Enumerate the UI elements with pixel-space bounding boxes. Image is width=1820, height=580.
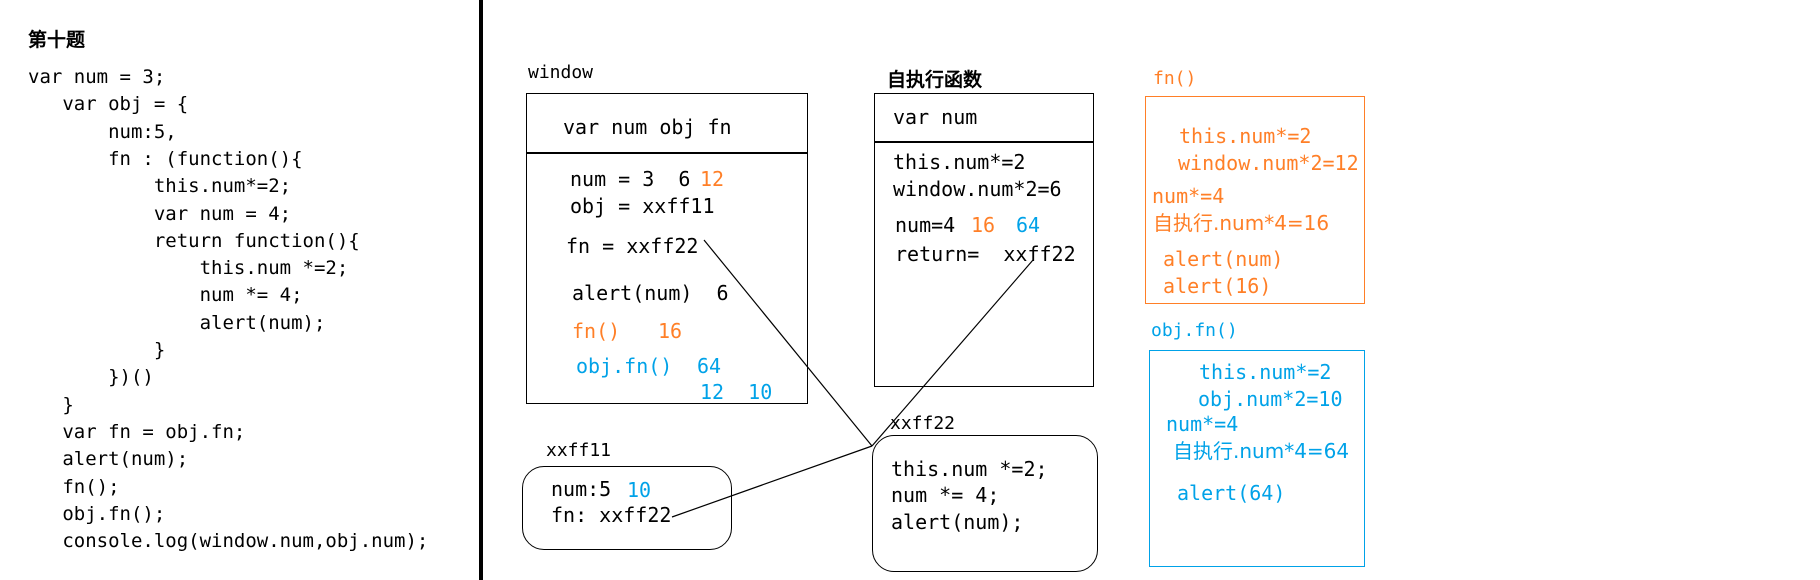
objfn-panel-line3: num*=4	[1166, 412, 1239, 436]
fn-panel-line6: alert(16)	[1163, 274, 1272, 298]
code-line: var fn = obj.fn;	[28, 420, 246, 443]
iife-header: var num	[893, 105, 978, 129]
connector-xxff11-fn-to-xxff22	[671, 445, 873, 518]
xxff11-label: xxff11	[546, 440, 612, 461]
code-line: }	[28, 339, 166, 361]
code-line: alert(num);	[28, 311, 326, 334]
fn-panel-line1: this.num*=2	[1179, 124, 1312, 148]
code-line: fn();	[28, 475, 120, 498]
window-fn-call-value: 16	[658, 319, 683, 343]
xxff22-box	[872, 435, 1098, 572]
window-box-header: var num obj fn	[563, 115, 732, 139]
fn-panel-line2: window.num*2=12	[1178, 151, 1359, 175]
vertical-divider	[479, 0, 483, 580]
page-title: 第十题	[28, 29, 86, 51]
objfn-panel-line1: this.num*=2	[1199, 360, 1332, 384]
code-line: fn : (function(){	[28, 147, 303, 170]
iife-header-divider	[874, 141, 1094, 143]
window-objfn-extra: 12 10	[700, 380, 773, 404]
xxff11-fn-line: fn: xxff22	[551, 503, 672, 527]
iife-return-line: return= xxff22	[895, 242, 1076, 266]
fn-panel-line4: 自执行.num*4=16	[1153, 211, 1330, 235]
iife-line2: window.num*2=6	[893, 177, 1062, 201]
code-line: num *= 4;	[28, 284, 303, 307]
objfn-panel	[1149, 350, 1365, 567]
window-fn-line: fn = xxff22	[566, 234, 699, 258]
xxff22-label: xxff22	[890, 413, 956, 434]
code-line: })()	[28, 366, 154, 389]
fn-panel-label: fn()	[1153, 68, 1197, 89]
objfn-panel-label: obj.fn()	[1151, 320, 1238, 341]
objfn-panel-line5: alert(64)	[1177, 481, 1286, 505]
code-line: obj.fn();	[28, 502, 166, 525]
code-line: this.num *=2;	[28, 257, 349, 280]
code-line: var obj = {	[28, 93, 189, 116]
code-line: num:5,	[28, 120, 177, 143]
objfn-panel-line2: obj.num*2=10	[1198, 387, 1343, 411]
connector-window-fn-to-xxff22	[703, 239, 873, 447]
window-box-label: window	[528, 62, 594, 83]
iife-box	[874, 93, 1094, 387]
window-alert-line: alert(num) 6	[572, 281, 729, 305]
iife-num-line: num=4	[895, 213, 956, 237]
window-objfn-call: obj.fn()	[576, 354, 673, 378]
iife-num-blue: 64	[1016, 213, 1041, 237]
window-num-orange: 12	[700, 167, 725, 191]
xxff22-line2: num *= 4;	[891, 483, 1000, 507]
iife-num-orange: 16	[971, 213, 996, 237]
window-obj-line: obj = xxff11	[570, 194, 715, 218]
xxff22-line3: alert(num);	[891, 510, 1024, 534]
code-line: return function(){	[28, 229, 360, 252]
code-line: console.log(window.num,obj.num);	[28, 530, 429, 553]
iife-line1: this.num*=2	[893, 150, 1026, 174]
fn-panel-line5: alert(num)	[1163, 247, 1284, 271]
code-line: this.num*=2;	[28, 175, 292, 198]
code-line: }	[28, 393, 74, 416]
connector-iife-return-to-xxff22	[871, 259, 1034, 447]
objfn-panel-line4: 自执行.num*4=64	[1173, 439, 1350, 463]
window-num-line: num = 3 6	[570, 167, 691, 191]
code-line: var num = 3;	[28, 66, 166, 88]
window-objfn-call-value: 64	[697, 354, 722, 378]
xxff22-line1: this.num *=2;	[891, 457, 1048, 481]
iife-label: 自执行函数	[887, 69, 983, 91]
fn-panel	[1145, 96, 1365, 304]
code-line: var num = 4;	[28, 202, 292, 225]
xxff11-num-blue: 10	[627, 478, 652, 502]
window-box	[526, 93, 808, 404]
xxff11-box	[522, 466, 732, 550]
window-box-header-divider	[526, 152, 808, 154]
fn-panel-line3: num*=4	[1152, 184, 1225, 208]
xxff11-num-line: num:5	[551, 477, 612, 501]
code-line: alert(num);	[28, 448, 189, 471]
window-fn-call: fn()	[572, 319, 621, 343]
